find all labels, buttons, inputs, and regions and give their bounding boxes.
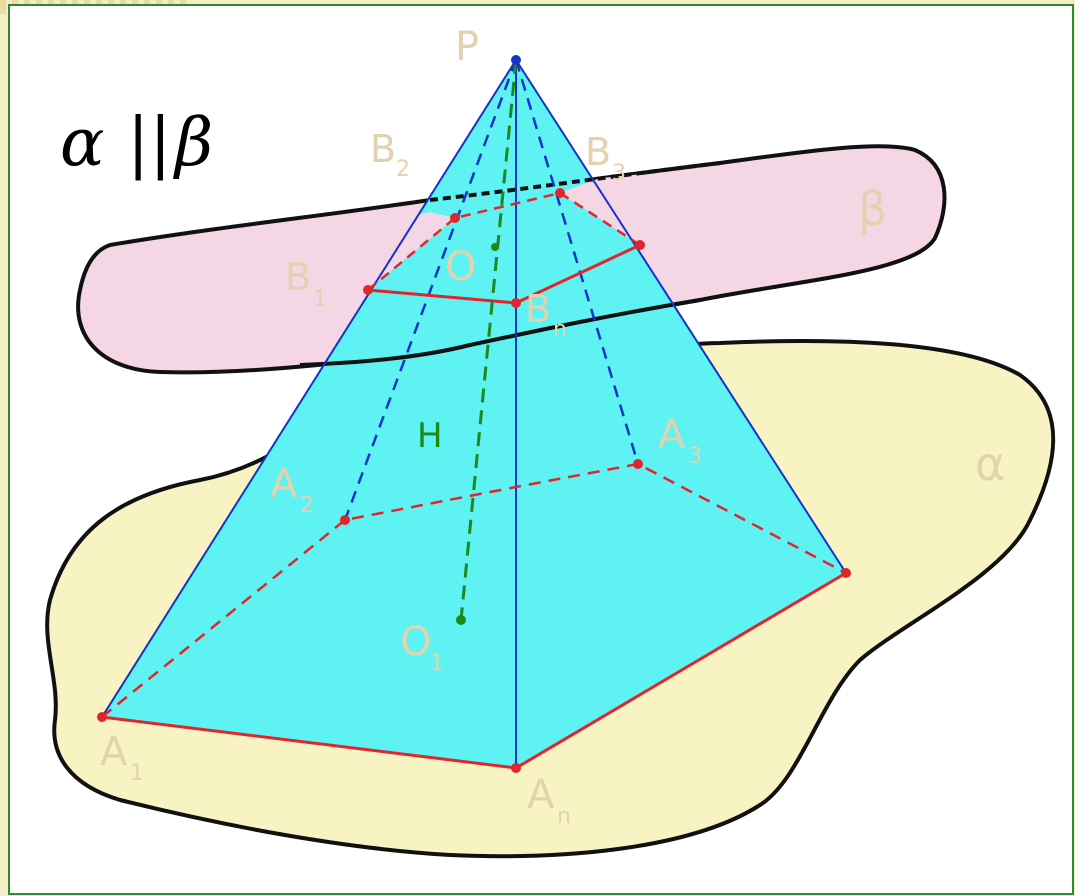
edge-P-A3 [514, 59, 640, 465]
label-An: A [527, 772, 555, 818]
plane-label-alpha: α [975, 437, 1005, 491]
label-B3: B [585, 130, 611, 174]
plane-label-beta: β [858, 182, 887, 236]
point-labels: P B 2 B 3 B 1 B n O A 2 A 3 O 1 A 1 A n [100, 24, 702, 829]
point-B3 [555, 188, 565, 198]
label-O1: O [400, 619, 431, 665]
label-A2: A [270, 461, 298, 507]
plane-beta-top-edge [429, 161, 721, 202]
label-A3: A [658, 412, 686, 458]
edge-P-A1 [101, 59, 517, 718]
parallel-formula: α || β [60, 104, 213, 181]
label-Bn: B [525, 287, 551, 331]
formula-alpha: α [60, 104, 105, 181]
edge-P-A2 [343, 59, 518, 521]
label-B2-sub: 2 [396, 157, 410, 182]
point-A3 [633, 459, 643, 469]
label-O: O [445, 244, 476, 290]
label-H: H [417, 416, 443, 456]
point-Bn [511, 298, 521, 308]
label-Bn-sub: n [553, 317, 567, 342]
label-B2: B [370, 127, 396, 171]
point-P [511, 55, 521, 65]
point-B2 [450, 213, 460, 223]
base-hidden-edges [101, 462, 847, 718]
formula-beta: β [172, 104, 213, 181]
label-B1: B [285, 255, 311, 299]
label-A3-sub: 3 [688, 444, 702, 469]
pyramid-faces [102, 60, 846, 768]
label-An-sub: n [557, 804, 571, 829]
plane-beta-overlap [304, 212, 455, 290]
point-A1 [97, 712, 107, 722]
point-An [511, 763, 521, 773]
point-A2 [340, 515, 350, 525]
point-O [491, 243, 499, 251]
plane-beta-overlap-right [560, 174, 660, 245]
label-B1-sub: 1 [313, 287, 327, 312]
plane-beta-edge [299, 298, 701, 367]
point-O1 [456, 615, 466, 625]
label-P: P [455, 24, 479, 70]
height-line [459, 59, 518, 621]
formula-parallel: || [127, 104, 171, 181]
label-B3-sub: 3 [612, 161, 626, 186]
label-A2-sub: 2 [300, 493, 314, 518]
label-O1-sub: 1 [430, 651, 444, 676]
label-A1: A [100, 729, 128, 775]
point-B1 [363, 285, 373, 295]
section-hidden-edges [367, 191, 641, 291]
vertex-points [97, 188, 851, 773]
edge-P-A4 [515, 59, 847, 574]
point-B4 [635, 240, 645, 250]
point-A4 [841, 568, 851, 578]
label-A1-sub: 1 [130, 761, 144, 786]
